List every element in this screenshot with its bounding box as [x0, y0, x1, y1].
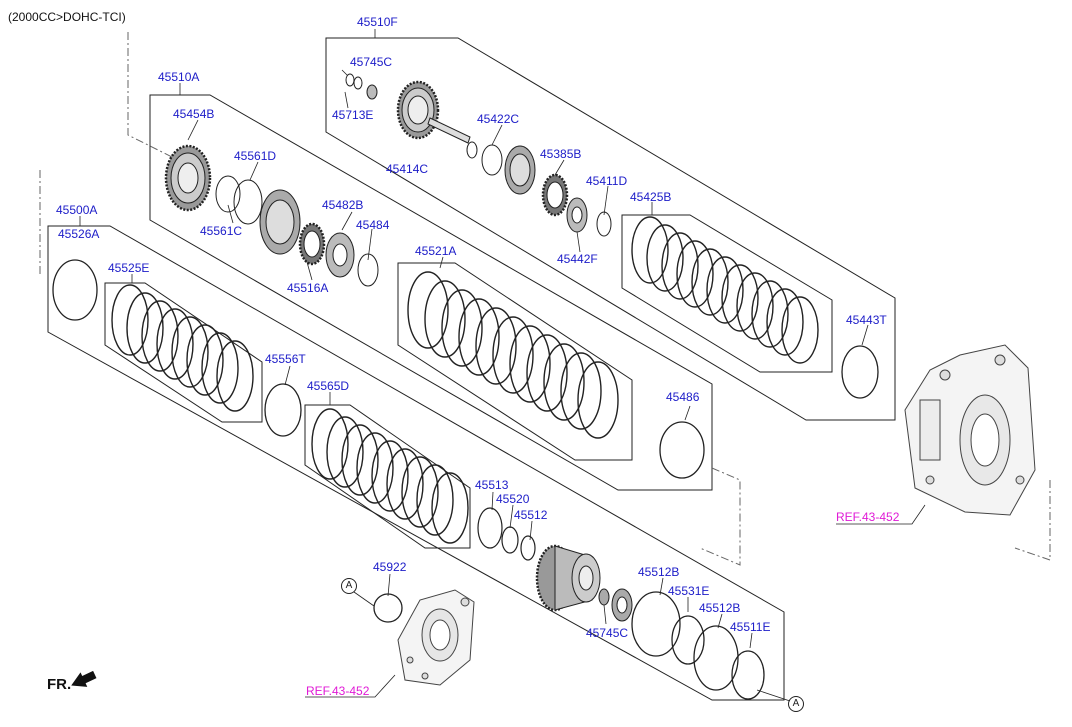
- part-label-45516A[interactable]: 45516A: [287, 281, 329, 295]
- callout-a-left: A: [341, 578, 357, 594]
- snap-ring-45486: [659, 421, 705, 479]
- part-label-45556T[interactable]: 45556T: [265, 352, 306, 366]
- part-label-45512B-1[interactable]: 45512B: [638, 565, 680, 579]
- ring-45422C: [466, 141, 478, 159]
- part-label-45443T[interactable]: 45443T: [846, 313, 887, 327]
- ring-45561D: [233, 179, 263, 225]
- part-label-45486[interactable]: 45486: [666, 390, 700, 404]
- reference-link-bottom[interactable]: REF.43-452: [306, 684, 370, 698]
- part-label-45561C[interactable]: 45561C: [200, 224, 243, 238]
- ring-45561C: [215, 175, 241, 213]
- part-label-45422C[interactable]: 45422C: [477, 112, 520, 126]
- part-label-45922[interactable]: 45922: [373, 560, 407, 574]
- snap-ring-45443T: [841, 345, 879, 399]
- shaft-45414C: [427, 117, 471, 144]
- lower-housing: [397, 589, 475, 686]
- bushing-45745C-bottom: [598, 588, 610, 606]
- clutch-pack-45425B: [631, 216, 819, 364]
- ring-45513: [477, 507, 503, 549]
- clutch-pack-45565D: [311, 408, 469, 544]
- subframe-45565D: [304, 404, 471, 549]
- part-label-45525E[interactable]: 45525E: [108, 261, 150, 275]
- part-label-45454B[interactable]: 45454B: [173, 107, 215, 121]
- part-label-45411D[interactable]: 45411D: [586, 174, 628, 188]
- subframe-45525E: [104, 282, 263, 423]
- clutch-pack-45521A: [407, 271, 619, 439]
- ring-45512B-1: [631, 591, 681, 657]
- snap-ring-45526A: [52, 259, 98, 321]
- part-label-45745C-bottom[interactable]: 45745C: [586, 626, 629, 640]
- part-label-45565D[interactable]: 45565D: [307, 379, 350, 393]
- ring-45531E: [671, 615, 705, 665]
- part-label-45512[interactable]: 45512: [514, 508, 548, 522]
- ring-45520: [501, 526, 519, 554]
- group-frame-45510F: [325, 37, 896, 421]
- subframe-45521A: [397, 262, 633, 461]
- transmission-case: [904, 344, 1036, 516]
- part-label-45442F[interactable]: 45442F: [557, 252, 598, 266]
- bushing-45745C-top: [366, 84, 378, 100]
- leader-top-left: [127, 32, 179, 161]
- engine-note: (2000CC>DOHC-TCI): [8, 10, 126, 24]
- snap-ring-45556T: [264, 383, 302, 437]
- part-label-45510F[interactable]: 45510F: [357, 15, 398, 29]
- part-label-45511E[interactable]: 45511E: [730, 620, 771, 634]
- o-ring-45922: [373, 593, 403, 623]
- ring-45511E: [731, 650, 765, 700]
- part-label-45713E[interactable]: 45713E: [332, 108, 374, 122]
- part-label-45745C-top[interactable]: 45745C: [350, 55, 393, 69]
- part-label-45482B[interactable]: 45482B: [322, 198, 364, 212]
- part-label-45414C[interactable]: 45414C: [386, 162, 429, 176]
- part-label-45510A[interactable]: 45510A: [158, 70, 200, 84]
- part-label-45561D[interactable]: 45561D: [234, 149, 277, 163]
- group-frame-45500A: [47, 225, 785, 701]
- part-label-45500A[interactable]: 45500A: [56, 203, 98, 217]
- front-arrow-icon: [71, 670, 97, 687]
- ring-45484: [357, 253, 379, 287]
- leader-right-case: [1014, 480, 1051, 561]
- ring-45411D: [596, 211, 612, 237]
- callout-a-right: A: [788, 696, 804, 712]
- part-label-45425B[interactable]: 45425B: [630, 190, 672, 204]
- ring-45512B-2: [693, 625, 739, 691]
- part-label-45513[interactable]: 45513: [475, 478, 509, 492]
- part-label-45484[interactable]: 45484: [356, 218, 390, 232]
- group-frame-45510A: [149, 94, 713, 491]
- part-label-45531E[interactable]: 45531E: [668, 584, 710, 598]
- part-label-45385B[interactable]: 45385B: [540, 147, 582, 161]
- part-label-45520[interactable]: 45520: [496, 492, 530, 506]
- subframe-45425B: [621, 214, 833, 373]
- reference-link-right[interactable]: REF.43-452: [836, 510, 900, 524]
- leader-right-mid: [699, 467, 741, 566]
- part-label-45512B-2[interactable]: 45512B: [699, 601, 741, 615]
- ring-45512: [520, 535, 536, 561]
- front-direction-label: FR.: [47, 676, 72, 693]
- clutch-pack-45525E: [111, 284, 254, 412]
- part-label-45526A[interactable]: 45526A: [58, 227, 100, 241]
- snap-ring-45713E: [345, 73, 355, 87]
- part-label-45521A[interactable]: 45521A: [415, 244, 457, 258]
